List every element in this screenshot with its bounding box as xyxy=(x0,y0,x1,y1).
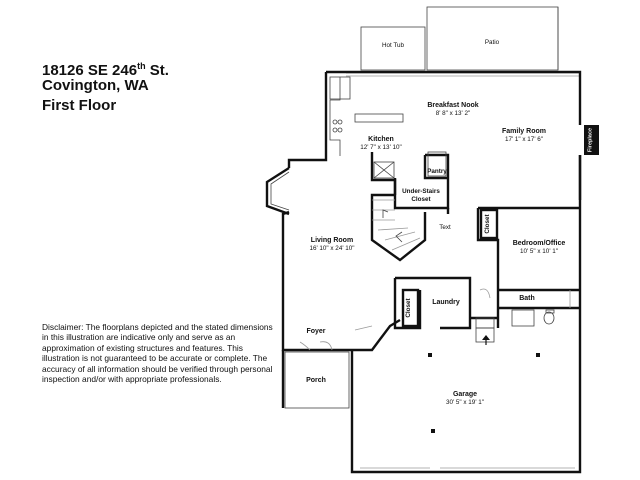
hot-tub-label: Hot Tub xyxy=(382,42,405,49)
bedroom-office-dims: 10' 5" x 10' 1" xyxy=(520,248,558,255)
kitchen-counters xyxy=(329,76,404,156)
stairs-arrow xyxy=(382,209,389,218)
laundry-label: Laundry xyxy=(432,299,460,306)
address-line: 18126 SE 246th St. xyxy=(42,56,169,81)
hot-tub-area xyxy=(360,26,426,71)
door-swings xyxy=(299,288,495,351)
bath-label: Bath xyxy=(519,295,535,302)
bay-window xyxy=(265,166,290,216)
under-stairs-label-2: Closet xyxy=(411,196,431,203)
bath-fixtures xyxy=(511,290,571,327)
garage-dims: 30' 5" x 19' 1" xyxy=(446,399,484,406)
porch-area xyxy=(284,351,350,409)
family-room-dims: 17' 1" x 17' 6" xyxy=(505,136,543,143)
address-suffix: St. xyxy=(145,62,169,79)
interior-walls xyxy=(320,152,580,352)
disclaimer-text: Disclaimer: The floorplans depicted and … xyxy=(42,322,273,385)
garage-details xyxy=(360,353,575,469)
fireplace: Fireplace xyxy=(584,125,599,155)
kitchen-dims: 12' 7" x 13' 10" xyxy=(360,144,402,151)
family-room-label: Family Room xyxy=(502,128,546,135)
pantry-box xyxy=(427,151,447,177)
breakfast-nook-dims: 8' 8" x 13' 2" xyxy=(436,110,471,117)
address-street: 18126 SE 246 xyxy=(42,62,138,79)
staircase xyxy=(372,161,421,251)
entry-arrow-icon xyxy=(482,335,490,345)
stairs-arrow-2 xyxy=(395,231,403,243)
patio-area xyxy=(426,6,559,71)
porch-label: Porch xyxy=(306,377,326,384)
text-label: Text xyxy=(439,224,451,231)
living-room-dims: 16' 10" x 24' 10" xyxy=(309,245,354,252)
laundry-closet xyxy=(401,288,420,328)
bedroom-office-label: Bedroom/Office xyxy=(513,240,566,247)
city-line: Covington, WA xyxy=(42,77,149,94)
bedroom-closet xyxy=(479,208,499,240)
bedroom-closet-label: Closet xyxy=(484,213,491,233)
patio-label: Patio xyxy=(485,39,500,46)
under-stairs-label-1: Under-Stairs xyxy=(402,188,440,195)
laundry-closet-label: Closet xyxy=(405,297,412,317)
floor-title: First Floor xyxy=(42,97,117,114)
foyer-label: Foyer xyxy=(306,328,325,335)
address-ordinal: th xyxy=(137,61,146,71)
living-room-label: Living Room xyxy=(311,237,353,244)
garage-label: Garage xyxy=(453,391,477,398)
pantry-label: Pantry xyxy=(427,168,447,175)
fireplace-label: Fireplace xyxy=(588,128,594,152)
breakfast-nook-label: Breakfast Nook xyxy=(427,102,478,109)
kitchen-label: Kitchen xyxy=(368,136,394,143)
